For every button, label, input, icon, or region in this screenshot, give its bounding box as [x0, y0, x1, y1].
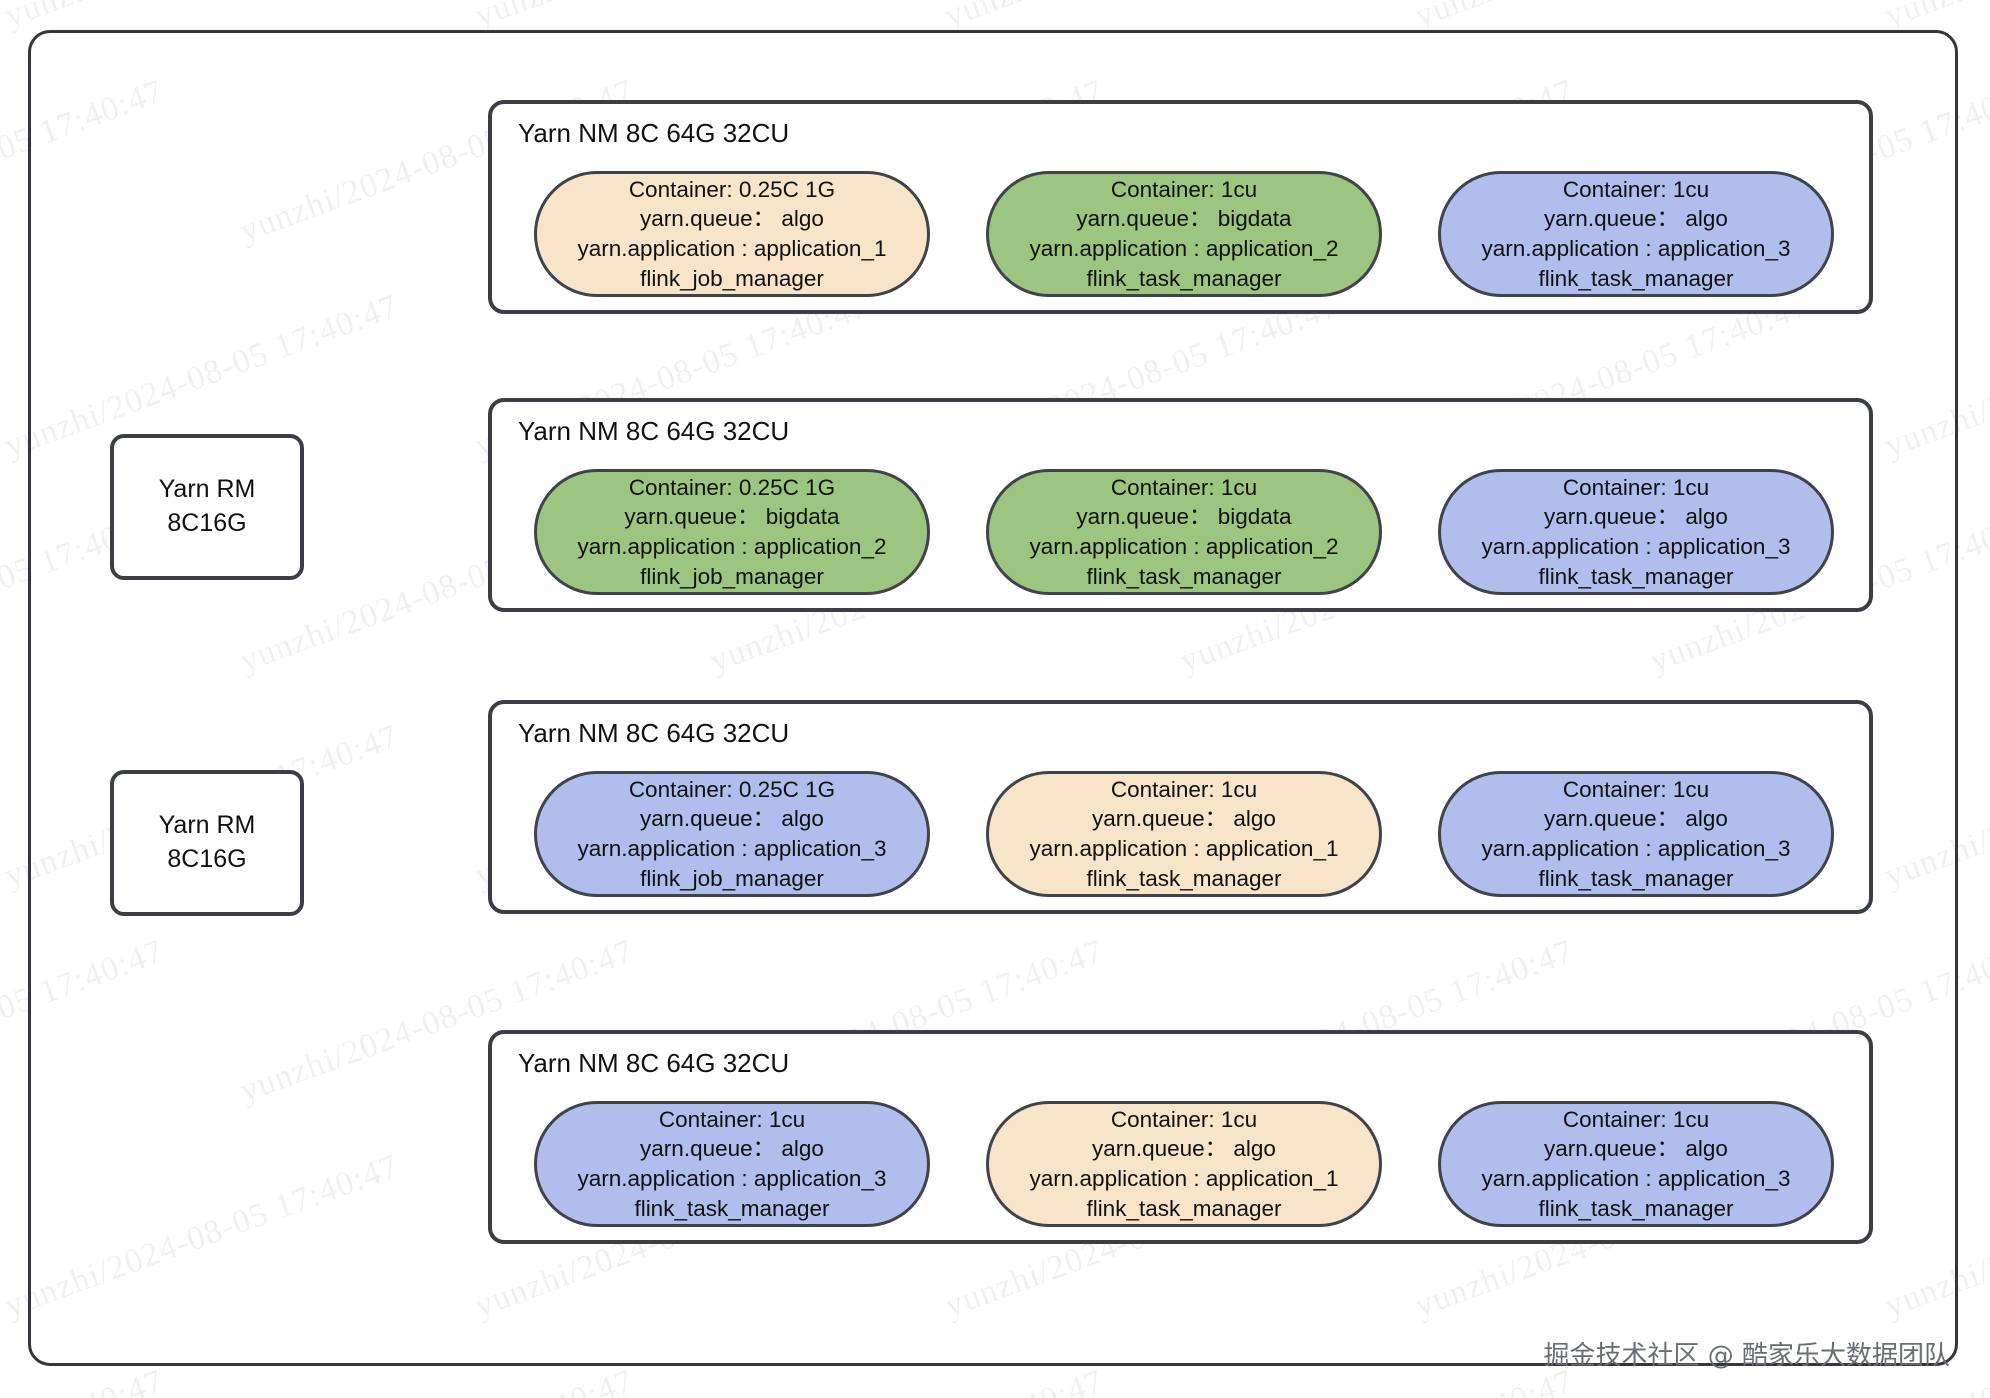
watermark-text: yunzhi/2024-08-05 17:40:47 [705, 1363, 1109, 1398]
container-application: yarn.application : application_1 [1029, 836, 1339, 861]
container-role: flink_task_manager [1086, 865, 1282, 891]
container-resource: Container: 1cu [1562, 776, 1710, 802]
container-queue: yarn.queue： algo [1092, 806, 1276, 832]
yarn-rm-label: Yarn RM 8C16G [159, 473, 256, 541]
yarn-nm-title: Yarn NM 8C 64G 32CU [518, 1048, 790, 1078]
container-queue: yarn.queue： algo [1544, 1136, 1728, 1162]
container-queue: yarn.queue： algo [1544, 806, 1728, 832]
watermark-text: yunzhi/2024-08-05 17:40:47 [235, 1363, 639, 1398]
container-resource: Container: 1cu [658, 1106, 806, 1132]
container-row: Container: 0.25C 1G yarn.queue： bigdata … [534, 468, 1834, 596]
container-application: yarn.application : application_3 [577, 836, 887, 861]
container-queue: yarn.queue： algo [1092, 1136, 1276, 1162]
container-pill: Container: 1cu yarn.queue： bigdata yarn.… [986, 171, 1382, 297]
container-resource: Container: 1cu [1110, 1106, 1258, 1132]
container-pill: Container: 1cu yarn.queue： algo yarn.app… [1438, 771, 1834, 897]
container-resource: Container: 1cu [1110, 474, 1258, 500]
container-pill: Container: 1cu yarn.queue： algo yarn.app… [1438, 469, 1834, 595]
yarn-nm-box: Yarn NM 8C 64G 32CU Container: 0.25C 1G … [488, 700, 1873, 914]
footer-attribution: 掘金技术社区 @ 酷家乐大数据团队 [1543, 1341, 1950, 1371]
container-role: flink_task_manager [1086, 265, 1282, 291]
container-role: flink_task_manager [1086, 1195, 1282, 1221]
container-resource: Container: 1cu [1562, 176, 1710, 202]
container-row: Container: 0.25C 1G yarn.queue： algo yar… [534, 770, 1834, 898]
container-pill: Container: 1cu yarn.queue： algo yarn.app… [534, 1101, 930, 1227]
yarn-nm-title: Yarn NM 8C 64G 32CU [518, 416, 790, 446]
yarn-nm-box: Yarn NM 8C 64G 32CU Container: 0.25C 1G … [488, 398, 1873, 612]
container-pill: Container: 1cu yarn.queue： algo yarn.app… [986, 771, 1382, 897]
container-resource: Container: 1cu [1562, 474, 1710, 500]
container-queue: yarn.queue： algo [640, 206, 824, 232]
yarn-rm-name: Yarn RM [158, 475, 256, 504]
yarn-nm-box: Yarn NM 8C 64G 32CU Container: 0.25C 1G … [488, 100, 1873, 314]
container-pill: Container: 1cu yarn.queue： algo yarn.app… [986, 1101, 1382, 1227]
container-queue: yarn.queue： algo [1544, 504, 1728, 530]
container-role: flink_task_manager [1538, 865, 1734, 891]
container-row: Container: 1cu yarn.queue： algo yarn.app… [534, 1100, 1834, 1228]
container-role: flink_job_manager [640, 563, 824, 589]
container-application: yarn.application : application_3 [577, 1166, 887, 1191]
container-application: yarn.application : application_1 [1029, 1166, 1339, 1191]
container-role: flink_job_manager [640, 865, 824, 891]
yarn-rm-box: Yarn RM 8C16G [110, 434, 304, 580]
container-application: yarn.application : application_3 [1481, 236, 1791, 261]
container-role: flink_task_manager [634, 1195, 830, 1221]
container-role: flink_task_manager [1538, 265, 1734, 291]
container-application: yarn.application : application_2 [1029, 534, 1339, 559]
yarn-rm-label: Yarn RM 8C16G [159, 809, 256, 877]
container-resource: Container: 1cu [1110, 776, 1258, 802]
watermark-text: yunzhi/2024-08-05 17:40:47 [1175, 1363, 1579, 1398]
watermark-text: yunzhi/2024-08-05 17:40:47 [0, 1363, 169, 1398]
container-pill: Container: 0.25C 1G yarn.queue： bigdata … [534, 469, 930, 595]
container-application: yarn.application : application_1 [577, 236, 887, 261]
container-application: yarn.application : application_2 [1029, 236, 1339, 261]
yarn-rm-spec: 8C16G [167, 509, 247, 537]
container-application: yarn.application : application_3 [1481, 534, 1791, 559]
cluster-outer-frame [28, 30, 1958, 1366]
yarn-nm-title: Yarn NM 8C 64G 32CU [518, 718, 790, 748]
container-queue: yarn.queue： algo [1544, 206, 1728, 232]
container-pill: Container: 0.25C 1G yarn.queue： algo yar… [534, 771, 930, 897]
container-resource: Container: 0.25C 1G [628, 176, 836, 202]
container-resource: Container: 1cu [1110, 176, 1258, 202]
container-application: yarn.application : application_2 [577, 534, 887, 559]
container-row: Container: 0.25C 1G yarn.queue： algo yar… [534, 170, 1834, 298]
container-queue: yarn.queue： bigdata [1076, 504, 1292, 530]
container-pill: Container: 1cu yarn.queue： algo yarn.app… [1438, 1101, 1834, 1227]
container-queue: yarn.queue： algo [640, 1136, 824, 1162]
container-queue: yarn.queue： bigdata [1076, 206, 1292, 232]
yarn-nm-title: Yarn NM 8C 64G 32CU [518, 118, 790, 148]
container-application: yarn.application : application_3 [1481, 1166, 1791, 1191]
container-role: flink_task_manager [1538, 1195, 1734, 1221]
container-pill: Container: 1cu yarn.queue： algo yarn.app… [1438, 171, 1834, 297]
yarn-rm-name: Yarn RM [158, 811, 256, 840]
container-application: yarn.application : application_3 [1481, 836, 1791, 861]
container-role: flink_job_manager [640, 265, 824, 291]
container-pill: Container: 0.25C 1G yarn.queue： algo yar… [534, 171, 930, 297]
yarn-nm-box: Yarn NM 8C 64G 32CU Container: 1cu yarn.… [488, 1030, 1873, 1244]
container-role: flink_task_manager [1086, 563, 1282, 589]
yarn-rm-spec: 8C16G [167, 845, 247, 873]
container-resource: Container: 0.25C 1G [628, 776, 836, 802]
container-pill: Container: 1cu yarn.queue： bigdata yarn.… [986, 469, 1382, 595]
container-role: flink_task_manager [1538, 563, 1734, 589]
yarn-rm-box: Yarn RM 8C16G [110, 770, 304, 916]
container-resource: Container: 1cu [1562, 1106, 1710, 1132]
container-resource: Container: 0.25C 1G [628, 474, 836, 500]
container-queue: yarn.queue： algo [640, 806, 824, 832]
container-queue: yarn.queue： bigdata [624, 504, 840, 530]
